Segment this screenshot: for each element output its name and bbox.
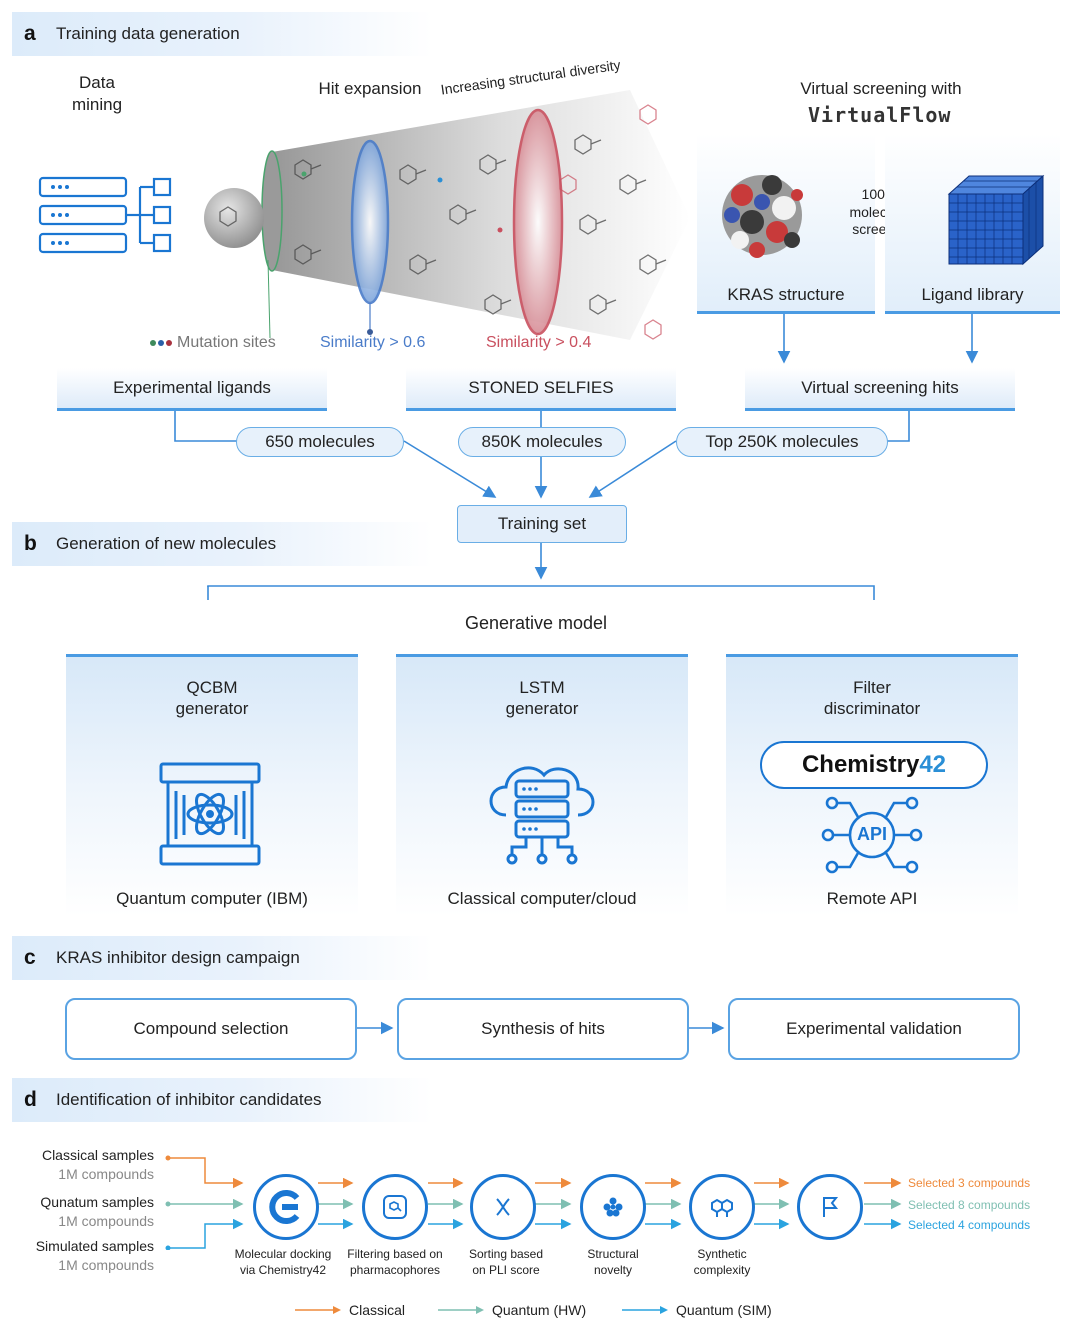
qcbm-panel: QCBM generator Quantum computer (IBM) (66, 654, 358, 917)
section-d-header: d Identification of inhibitor candidates (12, 1078, 432, 1122)
api-network-icon (821, 796, 923, 874)
mutation-dots-icon (150, 340, 172, 346)
sample-name: Qunatum samples (40, 1194, 154, 1210)
stoned-selfies-box: STONED SELFIES (406, 368, 676, 411)
lstm-caption: Classical computer/cloud (447, 889, 637, 908)
sample-count: 1M compounds (58, 1165, 154, 1182)
molecule-cluster-icon (603, 1197, 623, 1217)
novelty-step (580, 1174, 646, 1240)
qcbm-caption: Quantum computer (IBM) (116, 889, 308, 908)
pli-label: Sorting based on PLI score (468, 1247, 544, 1277)
complexity-step (689, 1174, 755, 1240)
virtualflow-logo-text: VirtualFlow (808, 103, 952, 127)
virtual-screening-hits-box: Virtual screening hits (745, 368, 1015, 411)
training-set-box: Training set (457, 505, 627, 543)
sorting-icon (496, 1198, 510, 1216)
legend-quantum-hw: Quantum (HW) (438, 1302, 586, 1318)
experimental-validation-box: Experimental validation (728, 998, 1020, 1060)
experimental-ligands-box: Experimental ligands (57, 368, 327, 411)
quantum-samples-label: Qunatum samples 1M compounds (14, 1193, 154, 1231)
section-c-header: c KRAS inhibitor design campaign (12, 936, 432, 980)
flag-icon (823, 1197, 839, 1217)
similarity-04-label: Similarity > 0.4 (486, 334, 592, 351)
chemistry42-logo-text: Chemistry (801, 751, 920, 778)
pharmacophore-icon (383, 1195, 407, 1219)
campaign-arrows (357, 1021, 725, 1035)
section-letter: d (24, 1088, 37, 1111)
synthesis-icon (711, 1198, 733, 1217)
legend-arrow-sky-icon (622, 1306, 668, 1314)
result-classical: Selected 3 compounds (908, 1176, 1031, 1190)
pharmacophore-label: Filtering based on pharmacophores (347, 1247, 443, 1277)
ligand-library-label: Ligand library (921, 285, 1024, 304)
mutation-sites-legend: Mutation sites (150, 334, 276, 352)
virtual-screening-label: Virtual screening with (800, 79, 962, 98)
api-text: API (856, 824, 887, 844)
chemistry42-logo-number: 42 (919, 751, 947, 778)
count-pill-experimental: 650 molecules (236, 427, 404, 457)
pharmacophore-step (362, 1174, 428, 1240)
filter-caption: Remote API (826, 889, 918, 908)
simulated-samples-label: Simulated samples 1M compounds (14, 1237, 154, 1275)
hit-expansion-label: Hit expansion (318, 79, 422, 98)
mutation-sites-label: Mutation sites (177, 334, 276, 351)
result-quantum-hw: Selected 8 compounds (908, 1198, 1031, 1212)
kras-structure-label: KRAS structure (727, 285, 845, 304)
section-title: Training data generation (56, 24, 240, 43)
generative-model-label: Generative model (464, 613, 608, 633)
novelty-label: Structural novelty (587, 1247, 639, 1277)
count-pill-stoned: 850K molecules (458, 427, 626, 457)
cloud-server-icon (489, 766, 595, 865)
database-icon (38, 176, 172, 254)
kras-panel-underline (697, 311, 875, 314)
legend-arrow-orange-icon (295, 1306, 341, 1314)
chemistry42-c-icon (269, 1190, 300, 1224)
pli-sorting-step (470, 1174, 536, 1240)
complexity-label: Synthetic complexity (693, 1247, 751, 1277)
hit-expansion-cone (204, 90, 690, 340)
kras-protein-icon (722, 175, 803, 258)
selection-flag-step (797, 1174, 863, 1240)
section-title: Generation of new molecules (56, 534, 277, 553)
lstm-panel: LSTM generator Classical computer/cloud (396, 654, 688, 917)
sample-name: Simulated samples (35, 1238, 154, 1254)
classical-samples-label: Classical samples 1M compounds (14, 1146, 154, 1184)
filter-title: Filter discriminator (823, 678, 921, 719)
docking-step (253, 1174, 319, 1240)
sample-count: 1M compounds (58, 1256, 154, 1273)
legend-label: Quantum (SIM) (676, 1302, 772, 1318)
lstm-title: LSTM generator (505, 678, 579, 719)
ligand-panel-underline (885, 311, 1060, 314)
pipeline-flow-lines (165, 1155, 902, 1250)
qcbm-title: QCBM generator (175, 678, 249, 719)
legend-quantum-sim: Quantum (SIM) (622, 1302, 772, 1318)
section-letter: a (24, 22, 36, 45)
sample-name: Classical samples (41, 1147, 154, 1163)
section-title: Identification of inhibitor candidates (56, 1090, 322, 1109)
ligand-cube-icon (947, 174, 1045, 266)
section-title: KRAS inhibitor design campaign (56, 948, 300, 967)
section-letter: b (24, 532, 37, 555)
similarity-06-label: Similarity > 0.6 (320, 334, 426, 351)
section-letter: c (24, 946, 36, 969)
section-a-header: a Training data generation (12, 12, 432, 56)
sample-count: 1M compounds (58, 1212, 154, 1229)
synthesis-of-hits-box: Synthesis of hits (397, 998, 689, 1060)
count-pill-virtual: Top 250K molecules (676, 427, 888, 457)
virtualflow-logo: VirtualFlow (808, 103, 951, 127)
section-b-header: b Generation of new molecules (12, 522, 432, 566)
result-quantum-sim: Selected 4 compounds (908, 1218, 1031, 1232)
legend-label: Quantum (HW) (492, 1302, 587, 1318)
quantum-computer-icon (159, 762, 261, 866)
legend-label: Classical (349, 1302, 406, 1318)
training-flow-arrows (174, 314, 979, 600)
legend-arrow-teal-icon (438, 1306, 484, 1314)
legend-classical: Classical (295, 1302, 405, 1318)
compound-selection-box: Compound selection (65, 998, 357, 1060)
docking-label: Molecular docking via Chemistry42 (234, 1247, 332, 1277)
data-mining-label: Data mining (71, 73, 123, 115)
